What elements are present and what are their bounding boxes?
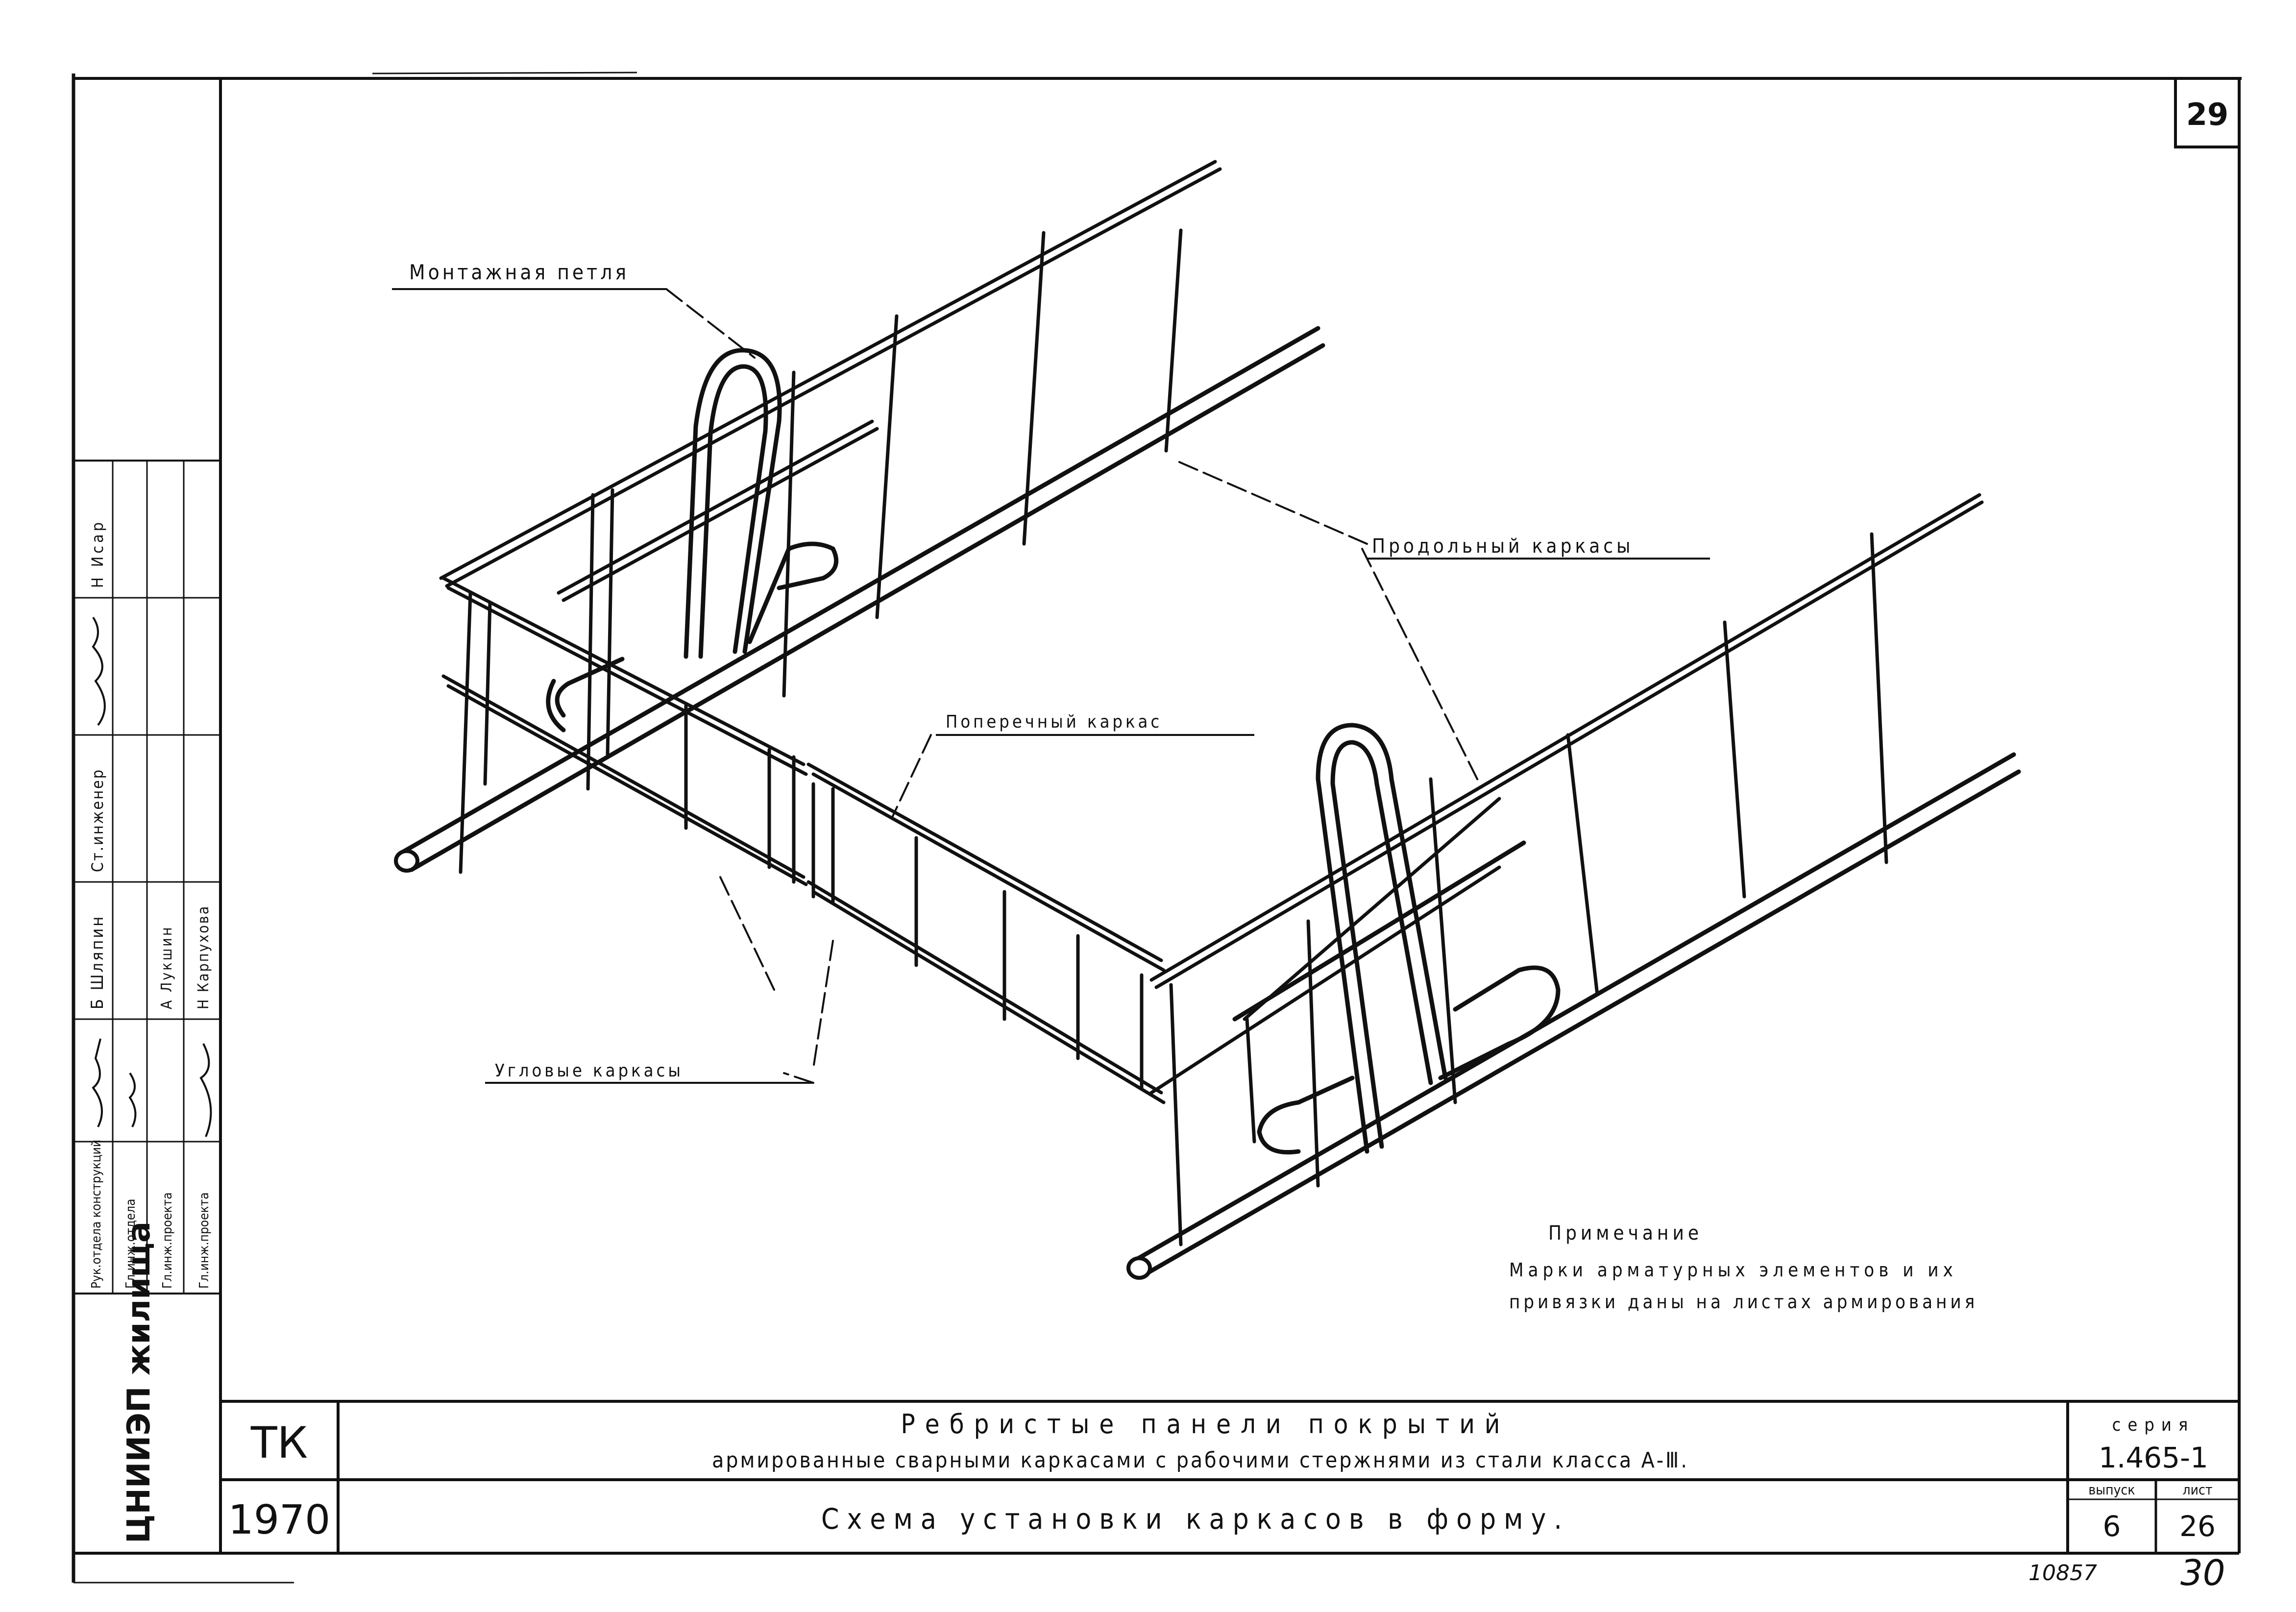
stamp-role-4: Гл.инж.проекта xyxy=(197,1192,212,1289)
stamp-engineer-role: Ст.инженер xyxy=(88,768,107,872)
left-stamp-grid xyxy=(73,460,220,1294)
transverse-frame xyxy=(441,576,1166,1104)
title-code: ТК xyxy=(250,1417,308,1468)
issue-value: 6 xyxy=(2103,1510,2121,1543)
callouts: Монтажная петля Продольный каркасы Попер… xyxy=(392,260,1710,1084)
note-heading: Примечание xyxy=(1548,1222,1703,1245)
title-block xyxy=(220,1400,2239,1553)
inventory-number: 10857 xyxy=(2028,1561,2097,1586)
page-number: 30 xyxy=(2180,1552,2225,1593)
stamp-role-1: Рук.отдела конструкций xyxy=(89,1140,104,1289)
title-line-1: Ребристые панели покрытий xyxy=(901,1409,1510,1440)
right-longitudinal-frame xyxy=(1149,493,1984,1246)
right-longitudinal-bar xyxy=(1126,752,2021,1280)
note-line-2: привязки даны на листах армирования xyxy=(1509,1291,1978,1313)
note: Примечание Марки арматурных элементов и … xyxy=(1509,1222,1978,1313)
stamp-name-1: Б Шляпин xyxy=(88,915,107,1009)
stamp-role-3: Гл.инж.проекта xyxy=(160,1192,175,1289)
label-mounting-loop: Монтажная петля xyxy=(409,260,629,284)
sheet-label: лист xyxy=(2183,1482,2213,1498)
issue-label: выпуск xyxy=(2088,1482,2135,1498)
series-label: серия xyxy=(2112,1415,2195,1435)
title-subtitle: Схема установки каркасов в форму. xyxy=(821,1502,1570,1536)
stamp-engineer-name: Н Исар xyxy=(88,519,107,588)
left-longitudinal-bar xyxy=(394,326,1325,873)
sheet-number-box: 29 xyxy=(2174,77,2241,148)
sheet-number: 29 xyxy=(2186,97,2228,132)
stamp-organization: ЦНИИЭП жилища xyxy=(121,1221,157,1543)
sheet-frame xyxy=(72,72,2242,1584)
title-line-2: армированные сварными каркасами с рабочи… xyxy=(712,1448,1689,1473)
left-longitudinal-frame xyxy=(439,160,1222,791)
signatures xyxy=(92,616,212,1137)
note-line-1: Марки арматурных элементов и их xyxy=(1509,1259,1957,1281)
leader-lines xyxy=(665,288,1481,1084)
label-corner-frames: Угловые каркасы xyxy=(495,1061,684,1081)
sheet-value: 26 xyxy=(2179,1510,2216,1543)
label-transverse-frame: Поперечный каркас xyxy=(946,712,1162,732)
stamp-name-3: Н Карпухова xyxy=(195,905,212,1009)
title-year: 1970 xyxy=(228,1497,331,1543)
label-longitudinal-frames: Продольный каркасы xyxy=(1372,535,1634,558)
reinforcement-drawing xyxy=(394,160,2021,1280)
right-mounting-loop xyxy=(1232,723,1561,1155)
stamp-name-2: А Лукшин xyxy=(158,926,175,1009)
stamp-role-2: Гл.инж.отдела xyxy=(123,1199,138,1289)
series-value: 1.465-1 xyxy=(2099,1441,2208,1474)
